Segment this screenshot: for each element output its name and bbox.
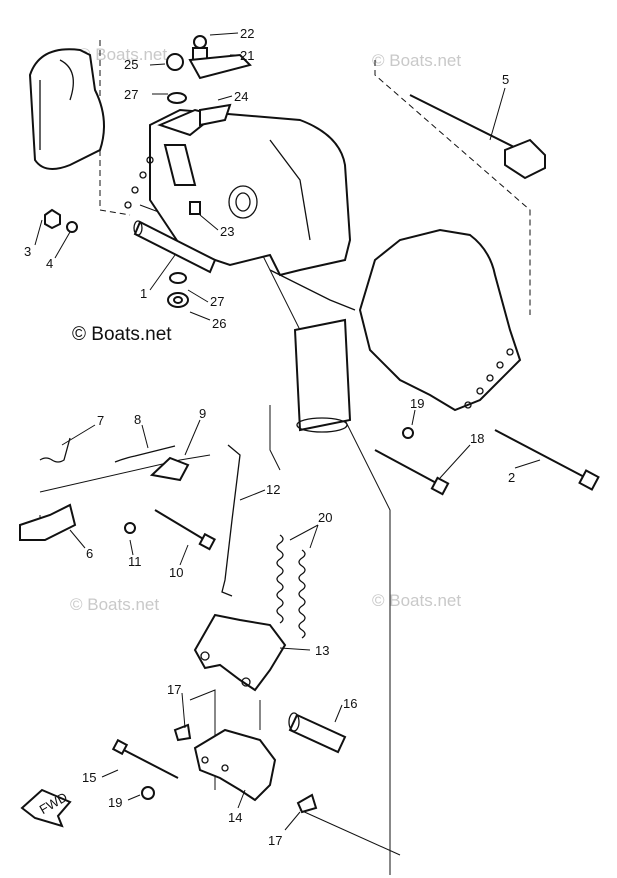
watermark-bottom-left: © Boats.net bbox=[70, 595, 159, 614]
springs-20 bbox=[276, 534, 306, 639]
bolt-2 bbox=[494, 429, 600, 491]
callout-23: 23 bbox=[220, 224, 234, 239]
callout-24: 24 bbox=[234, 89, 248, 104]
bolt-18 bbox=[374, 449, 450, 496]
callout-16: 16 bbox=[343, 696, 357, 711]
clamp-bracket-right bbox=[358, 228, 522, 412]
long-bolt-5 bbox=[409, 94, 546, 180]
callout-12: 12 bbox=[266, 482, 280, 497]
leader-lines bbox=[34, 32, 541, 831]
callout-19-bottom: 19 bbox=[108, 795, 122, 810]
callout-5: 5 bbox=[502, 72, 509, 87]
watermark-mid-left: © Boats.net bbox=[72, 324, 172, 345]
watermark-top-right: © Boats.net bbox=[372, 51, 461, 70]
swivel-bracket-main bbox=[124, 108, 352, 277]
callout-4: 4 bbox=[46, 256, 53, 271]
small-parts bbox=[39, 35, 414, 814]
callout-22: 22 bbox=[240, 26, 254, 41]
callout-17-bottom: 17 bbox=[268, 833, 282, 848]
callout-13: 13 bbox=[315, 643, 329, 658]
callout-7: 7 bbox=[97, 413, 104, 428]
callout-8: 8 bbox=[134, 412, 141, 427]
callout-2: 2 bbox=[508, 470, 515, 485]
lever-bracket-13 bbox=[193, 613, 287, 692]
swivel-tube bbox=[269, 269, 356, 433]
callout-25: 25 bbox=[124, 57, 138, 72]
callout-6: 6 bbox=[86, 546, 93, 561]
watermark-bottom-right: © Boats.net bbox=[372, 591, 461, 610]
callout-27-bottom: 27 bbox=[210, 294, 224, 309]
watermark-top-left: © Boats.net bbox=[78, 45, 167, 64]
callout-3: 3 bbox=[24, 244, 31, 259]
clamp-bracket-left bbox=[28, 48, 105, 170]
callout-18: 18 bbox=[470, 431, 484, 446]
callout-20: 20 bbox=[318, 510, 332, 525]
callout-14: 14 bbox=[228, 810, 242, 825]
callout-21: 21 bbox=[240, 48, 254, 63]
sleeve-16 bbox=[288, 712, 347, 754]
shaft-1 bbox=[133, 220, 217, 274]
callout-26: 26 bbox=[212, 316, 226, 331]
bolt-10 bbox=[154, 509, 216, 551]
callout-labels: 22 21 25 27 24 5 3 4 23 1 27 26 7 8 9 19… bbox=[24, 26, 515, 848]
callout-10: 10 bbox=[169, 565, 183, 580]
rod-12 bbox=[221, 444, 241, 597]
callout-27-top: 27 bbox=[124, 87, 138, 102]
callout-9: 9 bbox=[199, 406, 206, 421]
bolt-15 bbox=[111, 738, 179, 779]
forward-direction-badge: FWD bbox=[20, 788, 72, 828]
callout-17-top: 17 bbox=[167, 682, 181, 697]
callout-1: 1 bbox=[140, 286, 147, 301]
cover-6 bbox=[19, 503, 77, 541]
callout-15: 15 bbox=[82, 770, 96, 785]
callout-19-top: 19 bbox=[410, 396, 424, 411]
bracket-14 bbox=[193, 728, 277, 802]
callout-11: 11 bbox=[128, 554, 142, 569]
